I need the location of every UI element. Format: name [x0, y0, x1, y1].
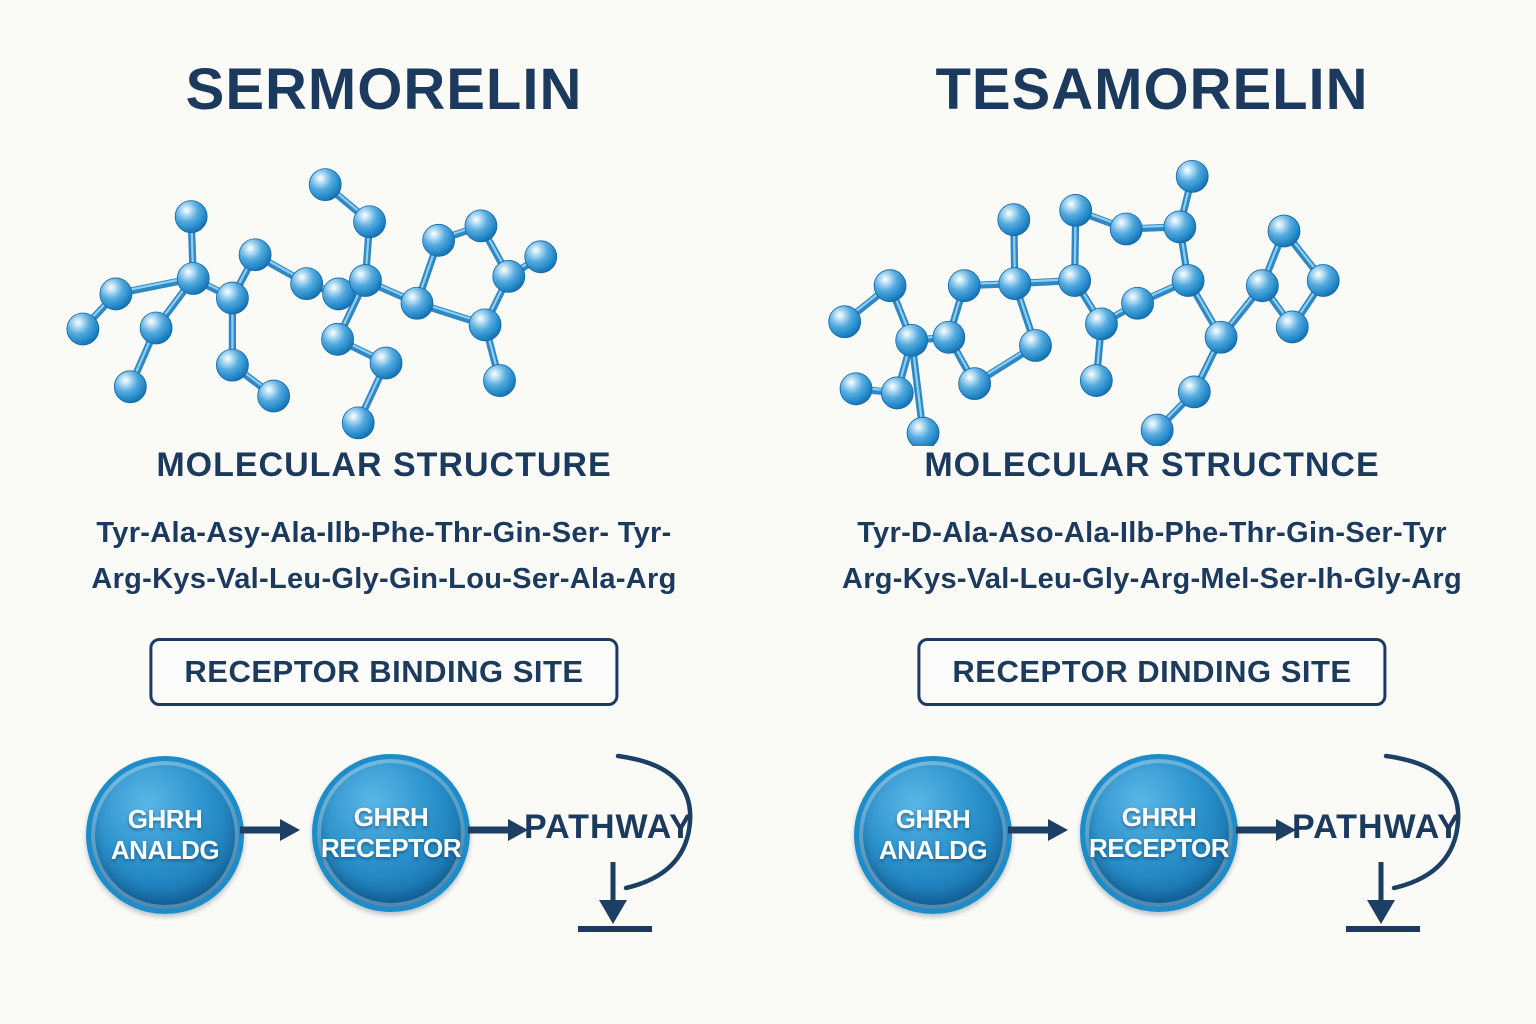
down-arrow-icon	[599, 862, 627, 924]
pathway-baseline	[578, 926, 652, 932]
ghrh-receptor-node: GHRH RECEPTOR	[1080, 754, 1238, 912]
arrow-right-icon	[240, 819, 300, 841]
node-label: GHRH	[895, 803, 971, 834]
curved-arrow-icon	[1383, 753, 1461, 891]
node-label: ANALDG	[878, 835, 988, 865]
receptor-binding-site-box: RECEPTOR BINDING SITE	[149, 638, 619, 706]
node-label: GHRH	[127, 803, 203, 834]
panel-sermorelin: SERMORELIN MOLECULAR STRUCTURE Tyr-Ala-A…	[66, 57, 693, 932]
sequence-line-2: Arg-Kys-Val-Leu-Gly-Arg-Mel-Ser-Ih-Gly-A…	[841, 563, 1463, 595]
node-label: GHRH	[1121, 801, 1197, 832]
arrow-right-icon	[468, 819, 528, 841]
molecular-structure-graphic	[66, 168, 558, 440]
molecular-structure-graphic	[828, 159, 1340, 446]
ghrh-analog-node: GHRH ANALDG	[854, 756, 1012, 914]
node-label: GHRH	[353, 801, 429, 832]
node-label: RECEPTOR	[321, 833, 462, 863]
structure-label: MOLECULAR STRUCTNCE	[924, 446, 1380, 484]
curved-arrow-icon	[615, 753, 693, 891]
sequence-line-1: Tyr-D-Ala-Aso-Ala-Ilb-Phe-Thr-Gin-Ser-Ty…	[857, 517, 1447, 549]
pathway-baseline	[1346, 926, 1420, 932]
sequence-line-2: Arg-Kys-Val-Leu-Gly-Gin-Lou-Ser-Ala-Arg	[91, 563, 677, 595]
panel-title: TESAMORELIN	[935, 57, 1369, 122]
ghrh-receptor-node: GHRH RECEPTOR	[312, 754, 470, 912]
node-label: ANALDG	[110, 835, 220, 865]
panel-title: SERMORELIN	[185, 57, 583, 122]
arrow-right-icon	[1236, 819, 1296, 841]
ghrh-analog-node: GHRH ANALDG	[86, 756, 244, 914]
panel-tesamorelin: TESAMORELIN MOLECULAR STRUCTNCE Tyr-D-Al…	[768, 0, 1536, 1024]
receptor-binding-site-box: RECEPTOR DINDING SITE	[917, 638, 1387, 706]
sequence-line-1: Tyr-Ala-Asy-Ala-Ilb-Phe-Thr-Gin-Ser- Tyr…	[96, 517, 672, 549]
down-arrow-icon	[1367, 862, 1395, 924]
structure-label: MOLECULAR STRUCTURE	[156, 446, 612, 484]
node-label: RECEPTOR	[1089, 833, 1230, 863]
pathway-label: PATHWAY	[1292, 808, 1461, 846]
pathway-label: PATHWAY	[524, 808, 693, 846]
arrow-right-icon	[1008, 819, 1068, 841]
